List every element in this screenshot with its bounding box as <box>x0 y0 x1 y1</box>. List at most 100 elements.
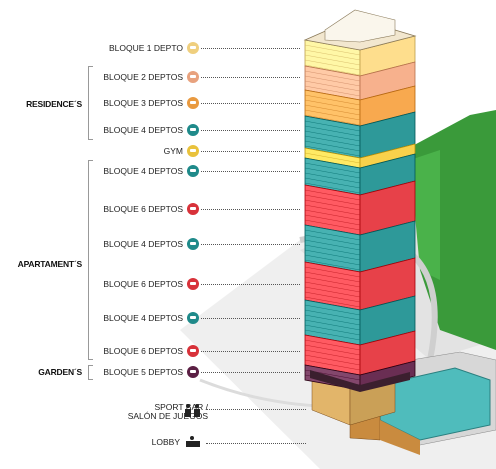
tower-floor-line <box>304 199 361 211</box>
sport-bar-label: SPORT BAR / SALÓN DE JUEGOS <box>100 403 208 421</box>
gym-icon <box>187 145 199 157</box>
floor-leader-line <box>201 151 300 152</box>
tower-floor-line <box>304 109 361 121</box>
floor-label: BLOQUE 6 DEPTOS <box>103 204 183 214</box>
apartment-icon <box>187 203 199 215</box>
floor-label: BLOQUE 6 DEPTOS <box>103 346 183 356</box>
floor-label: BLOQUE 4 DEPTOS <box>103 239 183 249</box>
tower-floor-line <box>304 85 361 97</box>
tower-floor-line <box>304 296 361 308</box>
floor-leader-line <box>201 77 300 78</box>
floor-leader-line <box>201 372 300 373</box>
floor-label: BLOQUE 5 DEPTOS <box>103 367 183 377</box>
tower-floor-line <box>304 189 361 201</box>
lobby-leader <box>206 443 306 444</box>
apartment-icon <box>187 238 199 250</box>
apartment-icon <box>187 42 199 54</box>
sport-bar-line2: SALÓN DE JUEGOS <box>127 411 208 421</box>
tower-floor-line <box>304 114 361 126</box>
floor-label: BLOQUE 4 DEPTOS <box>103 313 183 323</box>
floor-label: BLOQUE 2 DEPTOS <box>103 72 183 82</box>
tower-floor-line <box>304 249 361 261</box>
apartment-icon <box>187 345 199 357</box>
tower-floor-line <box>304 304 361 316</box>
tower-floor-line <box>304 359 361 371</box>
tower-floor-line <box>304 244 361 256</box>
tower-floor-line <box>304 182 361 194</box>
apartment-icon <box>187 312 199 324</box>
tower-floor-line <box>304 214 361 226</box>
floor-leader-line <box>201 244 300 245</box>
tower-floor-line <box>304 314 361 326</box>
tower-floor-line <box>304 104 361 116</box>
floor-label: BLOQUE 3 DEPTOS <box>103 98 183 108</box>
tower-floor-line <box>304 204 361 216</box>
tower-floor-line <box>304 266 361 278</box>
tower-floor-line <box>304 254 361 266</box>
tower-floor-line <box>304 281 361 293</box>
tower-floor-line <box>304 344 361 356</box>
tower-floor-line <box>304 167 361 179</box>
reception-desk-icon <box>184 436 202 448</box>
tower-floor-line <box>304 59 361 71</box>
tower <box>303 9 417 392</box>
group-bracket <box>88 66 93 140</box>
tower-floor-line <box>304 99 361 111</box>
tower-floor-line <box>304 194 361 206</box>
floor-leader-line <box>201 209 300 210</box>
tower-floor-line <box>304 54 361 66</box>
apartment-icon <box>187 124 199 136</box>
floor-label: BLOQUE 4 DEPTOS <box>103 125 183 135</box>
floor-leader-line <box>201 318 300 319</box>
tower-floor-line <box>304 162 361 174</box>
people-icon <box>184 404 202 418</box>
sport-bar-line1: SPORT BAR / <box>154 402 208 412</box>
tower-floor-line <box>304 94 361 106</box>
tower-floor-line <box>304 349 361 361</box>
apartment-icon <box>187 366 199 378</box>
podium-wood-2 <box>380 420 420 455</box>
tower-floor-line <box>304 75 361 87</box>
tower-floor-line <box>304 229 361 241</box>
tower-floor-line <box>304 239 361 251</box>
tower-floor-line <box>304 291 361 303</box>
floor-leader-line <box>201 284 300 285</box>
floor-leader-line <box>201 171 300 172</box>
tower-floor-line <box>304 219 361 231</box>
tower-floor-line <box>304 152 361 164</box>
floor-label: GYM <box>163 146 183 156</box>
group-bracket <box>88 160 93 360</box>
tower-base <box>310 370 410 392</box>
floor-label: BLOQUE 4 DEPTOS <box>103 166 183 176</box>
tower-floor-line <box>304 354 361 366</box>
tower-floor-line <box>304 309 361 321</box>
tower-floor-line <box>304 286 361 298</box>
group-bracket <box>88 365 93 380</box>
floor-leader-line <box>201 351 300 352</box>
tower-floor-line <box>304 234 361 246</box>
tower-floor-line <box>304 329 361 341</box>
tower-floor-line <box>304 135 361 147</box>
tower-floor-line <box>304 271 361 283</box>
group-label: RESIDENCE´S <box>26 99 82 109</box>
floor-leader-line <box>201 103 300 104</box>
tower-roof-structure <box>324 9 396 43</box>
floor-label: BLOQUE 6 DEPTOS <box>103 279 183 289</box>
floor-leader-line <box>201 48 300 49</box>
lobby-label: LOBBY <box>151 437 180 447</box>
tower-floor-line <box>304 44 361 56</box>
apartment-icon <box>187 165 199 177</box>
tower-floor-line <box>304 339 361 351</box>
tower-floor-line <box>304 80 361 92</box>
tower-floor-line <box>304 130 361 142</box>
tower-floor-line <box>304 145 361 157</box>
tower-floor-line <box>304 64 361 76</box>
apartment-icon <box>187 278 199 290</box>
group-label: GARDEN´S <box>38 367 82 377</box>
tower-floor-line <box>304 276 361 288</box>
group-label: APARTAMENT´S <box>17 259 83 269</box>
tower-floor-line <box>304 177 361 189</box>
tower-floor-line <box>304 70 361 82</box>
tower-floor-line <box>304 259 361 271</box>
